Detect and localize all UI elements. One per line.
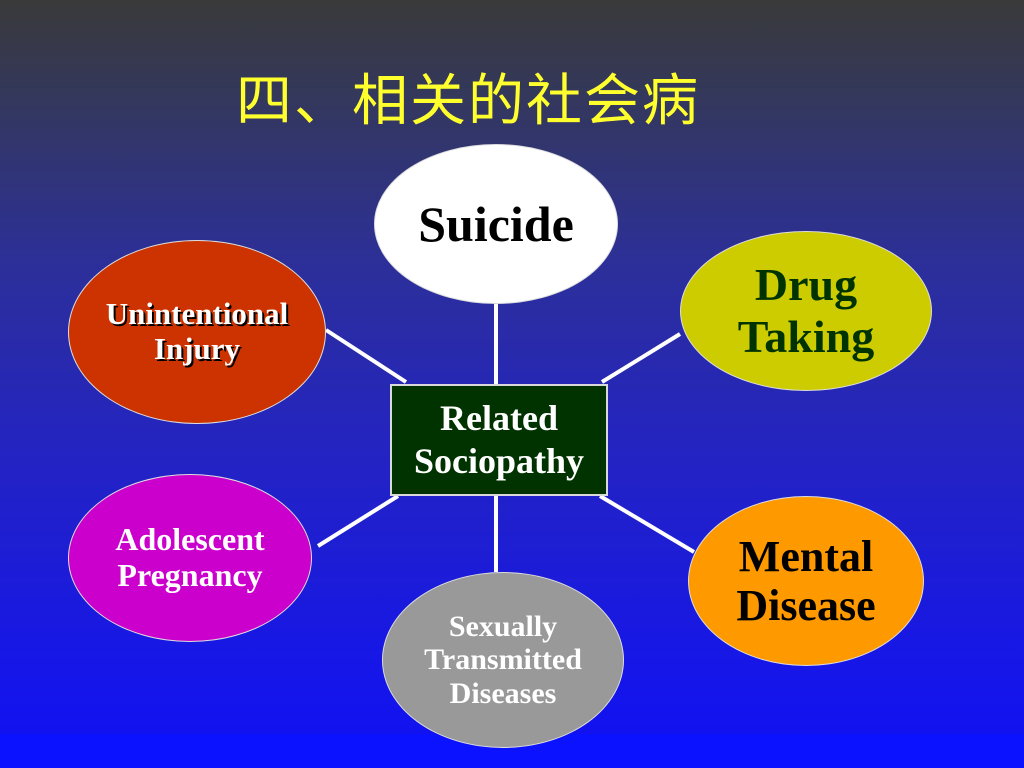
center-node-related-sociopathy: Related Sociopathy	[390, 384, 608, 496]
node-adolescent-pregnancy-label: Adolescent Pregnancy	[115, 521, 265, 593]
node-drug-taking-label: Drug Taking	[737, 259, 875, 362]
node-mental-disease-label: Mental Disease	[736, 531, 876, 630]
node-unintentional-injury-label: Unintentional Injury	[105, 296, 289, 366]
connector-adolescent-pregnancy	[316, 494, 400, 548]
node-suicide-label: Suicide	[418, 196, 574, 252]
connector-drug-taking	[600, 332, 682, 384]
node-sexually-transmitted-diseases: Sexually Transmitted Diseases	[382, 572, 624, 748]
connector-mental-disease	[598, 494, 696, 554]
center-node-label: Related Sociopathy	[413, 397, 585, 481]
node-suicide: Suicide	[374, 144, 618, 304]
slide-title: 四、相关的社会病	[236, 69, 700, 134]
node-sexually-transmitted-diseases-label: Sexually Transmitted Diseases	[424, 609, 582, 710]
connector-unintentional-injury	[324, 328, 408, 384]
node-adolescent-pregnancy: Adolescent Pregnancy	[68, 474, 312, 642]
node-mental-disease: Mental Disease	[688, 496, 924, 666]
node-unintentional-injury: Unintentional Injury	[68, 240, 326, 424]
node-drug-taking: Drug Taking	[680, 231, 932, 391]
